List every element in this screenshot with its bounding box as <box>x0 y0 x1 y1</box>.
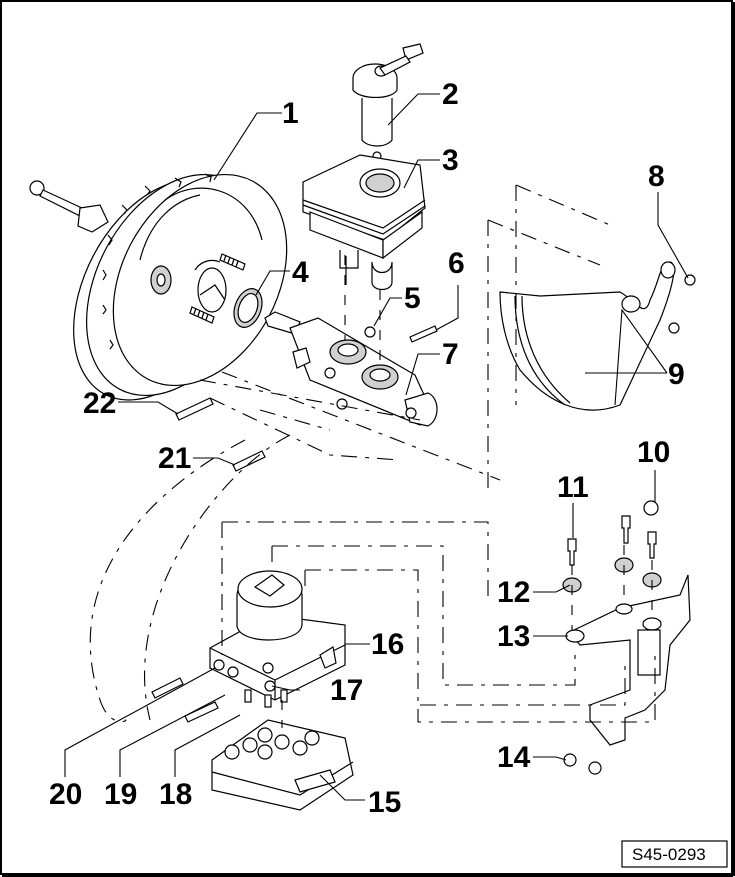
callout-9: 9 <box>668 358 685 391</box>
callout-7: 7 <box>442 338 459 371</box>
nut-5 <box>364 326 376 338</box>
callout-20: 20 <box>49 778 82 811</box>
reservoir-cap <box>352 43 424 147</box>
callout-17: 17 <box>330 674 363 707</box>
callout-19: 19 <box>104 778 137 811</box>
heat-shield <box>499 261 696 411</box>
abs-hydraulic-unit <box>151 570 346 723</box>
callout-12: 12 <box>497 576 530 609</box>
callout-16: 16 <box>371 628 404 661</box>
callout-8: 8 <box>648 160 665 193</box>
callout-2: 2 <box>442 78 459 111</box>
pin-6 <box>409 325 438 343</box>
callout-1: 1 <box>282 97 299 130</box>
control-unit <box>211 719 354 811</box>
callout-10: 10 <box>637 436 670 469</box>
callout-22: 22 <box>83 387 116 420</box>
callout-6: 6 <box>448 247 465 280</box>
nut-10 <box>643 500 659 516</box>
brake-line-pins-upper <box>175 397 266 472</box>
callout-5: 5 <box>404 282 421 315</box>
reference-code: S45-0293 <box>632 845 706 864</box>
callout-labels: 1 2 3 4 5 6 7 8 9 10 11 12 13 14 15 16 1… <box>49 78 685 819</box>
callout-15: 15 <box>368 786 401 819</box>
callout-21: 21 <box>158 442 191 475</box>
nut-8 <box>684 274 696 286</box>
seal-ring <box>233 288 263 328</box>
callout-14: 14 <box>497 741 531 774</box>
brake-fluid-reservoir <box>302 151 426 291</box>
master-cylinder <box>264 311 438 427</box>
callout-4: 4 <box>292 256 309 289</box>
reference-code-box: S45-0293 <box>621 840 728 868</box>
callout-13: 13 <box>497 620 530 653</box>
leader-lines <box>64 93 689 801</box>
nut-9-extra <box>668 322 680 334</box>
callout-18: 18 <box>159 778 192 811</box>
callout-11: 11 <box>557 471 589 504</box>
bracket-assembly <box>562 500 691 775</box>
callout-3: 3 <box>442 144 459 177</box>
brake-booster <box>29 173 288 401</box>
assembly-lines <box>89 184 656 728</box>
